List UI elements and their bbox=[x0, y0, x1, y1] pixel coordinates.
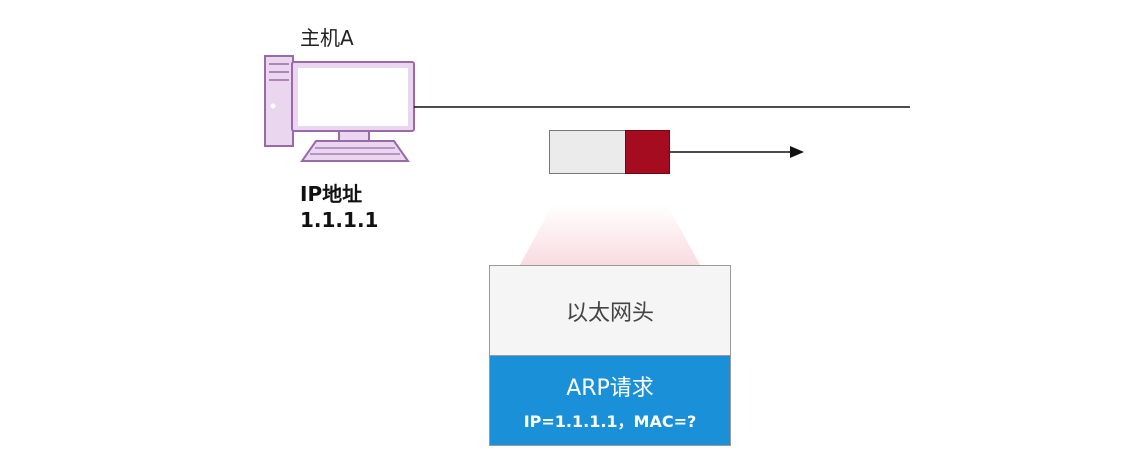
host-name-label: 主机A bbox=[300, 26, 354, 50]
packet-header-segment bbox=[549, 130, 625, 174]
arrow-head-icon bbox=[790, 146, 804, 158]
computer-icon bbox=[264, 55, 415, 162]
arp-request-box: ARP请求 IP=1.1.1.1，MAC=? bbox=[490, 356, 730, 445]
ethernet-header-box: 以太网头 bbox=[490, 266, 730, 356]
arp-request-title: ARP请求 bbox=[566, 376, 654, 401]
packet-payload-segment bbox=[625, 130, 670, 174]
zoom-projection bbox=[520, 205, 700, 265]
computer-tower bbox=[264, 55, 294, 147]
ip-address-value: 1.1.1.1 bbox=[300, 208, 379, 232]
ip-address-label: IP地址 bbox=[300, 182, 363, 206]
frame-breakdown: 以太网头 ARP请求 IP=1.1.1.1，MAC=? bbox=[489, 265, 731, 446]
ethernet-header-label: 以太网头 bbox=[565, 300, 654, 326]
arp-request-detail: IP=1.1.1.1，MAC=? bbox=[523, 412, 697, 431]
computer-keyboard bbox=[300, 140, 410, 162]
